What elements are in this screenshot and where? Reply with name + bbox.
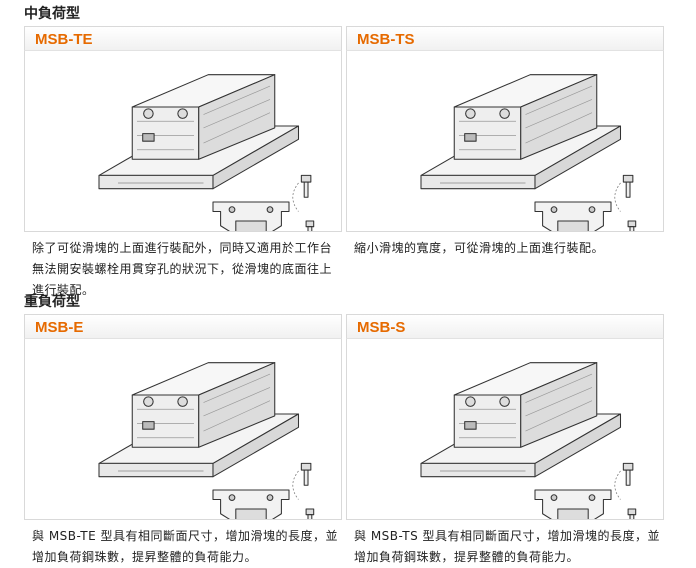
product-image bbox=[346, 50, 664, 232]
card-header: MSB-TS bbox=[346, 26, 664, 50]
section-title-medium-load: 中負荷型 bbox=[24, 6, 80, 22]
card-header: MSB-TE bbox=[24, 26, 342, 50]
linear-guide-illustration bbox=[98, 362, 315, 519]
product-description: 與 MSB-TE 型具有相同斷面尺寸，增加滑塊的長度，並增加負荷鋼珠數，提昇整體… bbox=[32, 529, 338, 564]
product-card-msb-ts: MSB-TS 縮小滑塊的寬度，可從滑塊的上面進行裝配。 bbox=[346, 26, 664, 259]
card-header: MSB-E bbox=[24, 314, 342, 338]
product-card-msb-te: MSB-TE 除了可從滑塊的上面進行裝配外，同時又適用於工作台無法開安裝螺栓用貫… bbox=[24, 26, 342, 301]
model-name: MSB-E bbox=[35, 319, 84, 336]
card-header: MSB-S bbox=[346, 314, 664, 338]
product-description: 與 MSB-TS 型具有相同斷面尺寸，增加滑塊的長度，並增加負荷鋼珠數，提昇整體… bbox=[354, 529, 661, 564]
linear-guide-illustration bbox=[420, 362, 637, 519]
model-name: MSB-S bbox=[357, 319, 406, 336]
section-title-heavy-load: 重負荷型 bbox=[24, 294, 80, 310]
linear-guide-illustration bbox=[98, 74, 315, 231]
product-description: 除了可從滑塊的上面進行裝配外，同時又適用於工作台無法開安裝螺栓用貫穿孔的狀況下，… bbox=[32, 241, 333, 297]
linear-guide-illustration bbox=[420, 74, 637, 231]
product-card-msb-s: MSB-S 與 MSB-TS 型具有相同斷面尺寸，增加滑塊的長度，並增加負荷鋼珠… bbox=[346, 314, 664, 568]
product-description: 縮小滑塊的寬度，可從滑塊的上面進行裝配。 bbox=[354, 241, 605, 255]
model-name: MSB-TS bbox=[357, 31, 415, 48]
product-image bbox=[24, 50, 342, 232]
product-card-msb-e: MSB-E 與 MSB-TE 型具有相同斷面尺寸，增加滑塊的長度，並增加負荷鋼珠… bbox=[24, 314, 342, 568]
model-name: MSB-TE bbox=[35, 31, 93, 48]
product-image bbox=[346, 338, 664, 520]
product-image bbox=[24, 338, 342, 520]
